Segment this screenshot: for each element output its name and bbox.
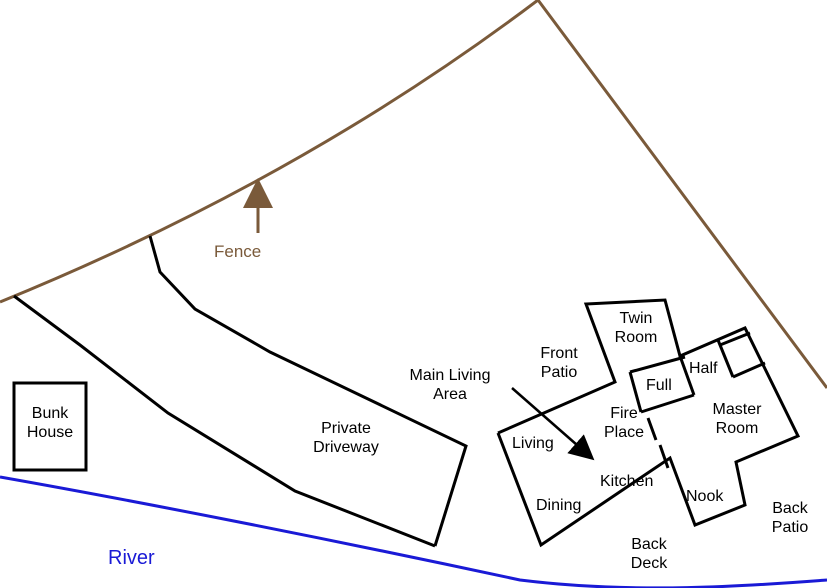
half-bath-label: Half — [689, 360, 718, 377]
bunk-house-label-line1: Bunk — [31, 405, 69, 422]
main-house-outline — [496, 298, 801, 548]
front-patio-label: Front Patio — [533, 344, 585, 382]
twin-room-label-line2: Room — [614, 329, 658, 346]
wall-full-bottom — [640, 393, 695, 414]
main-living-area-arrow — [511, 387, 595, 461]
twin-room-label-line1: Twin — [619, 310, 653, 327]
back-deck-label-line2: Deck — [630, 555, 668, 572]
full-bath-label: Full — [646, 377, 672, 394]
private-driveway-label-line2: Driveway — [313, 439, 379, 456]
back-patio-label: Back Patio — [766, 499, 814, 537]
back-deck-label: Back Deck — [624, 535, 674, 573]
river-label: River — [108, 547, 155, 569]
main-living-area-label-line1: Main Living — [409, 367, 491, 384]
fence-label: Fence — [214, 242, 262, 261]
bunk-house-label-line2: House — [26, 424, 74, 441]
main-living-area-label: Main Living Area — [398, 366, 502, 404]
wall-full-right — [678, 355, 696, 396]
private-driveway-label-line1: Private — [321, 420, 371, 437]
fire-place-label: Fire Place — [601, 404, 647, 442]
kitchen-label: Kitchen — [600, 473, 654, 490]
fire-place-label-line2: Place — [603, 424, 645, 441]
master-room-label-line1: Master — [712, 401, 762, 418]
twin-room-label: Twin Room — [608, 309, 664, 347]
wall-fireplace — [646, 417, 658, 441]
front-patio-label-line1: Front — [540, 345, 578, 362]
master-room-label: Master Room — [704, 400, 770, 438]
living-room-label: Living — [512, 435, 554, 452]
fence-line — [0, 0, 827, 389]
back-patio-label-line2: Patio — [771, 519, 809, 536]
back-deck-label-line1: Back — [631, 536, 667, 553]
wall-half-top — [719, 331, 751, 347]
nook-label: Nook — [686, 488, 724, 505]
back-patio-label-line1: Back — [772, 500, 808, 517]
fire-place-label-line1: Fire — [610, 405, 638, 422]
river-line — [0, 475, 827, 588]
dining-label: Dining — [536, 497, 582, 514]
bunk-house-label: Bunk House — [24, 404, 76, 442]
wall-full-vertical — [628, 371, 643, 413]
wall-kitchen-nook — [658, 444, 670, 469]
main-living-area-label-line2: Area — [433, 386, 467, 403]
private-driveway-label: Private Driveway — [298, 419, 394, 457]
driveway-left-edge — [13, 294, 436, 548]
master-room-label-line2: Room — [715, 420, 759, 437]
wall-half-bottom — [732, 361, 766, 379]
driveway-right-edge — [148, 235, 468, 547]
wall-twin-room — [629, 355, 686, 374]
bunk-house-outline — [12, 381, 88, 472]
front-patio-label-line2: Patio — [540, 364, 578, 381]
